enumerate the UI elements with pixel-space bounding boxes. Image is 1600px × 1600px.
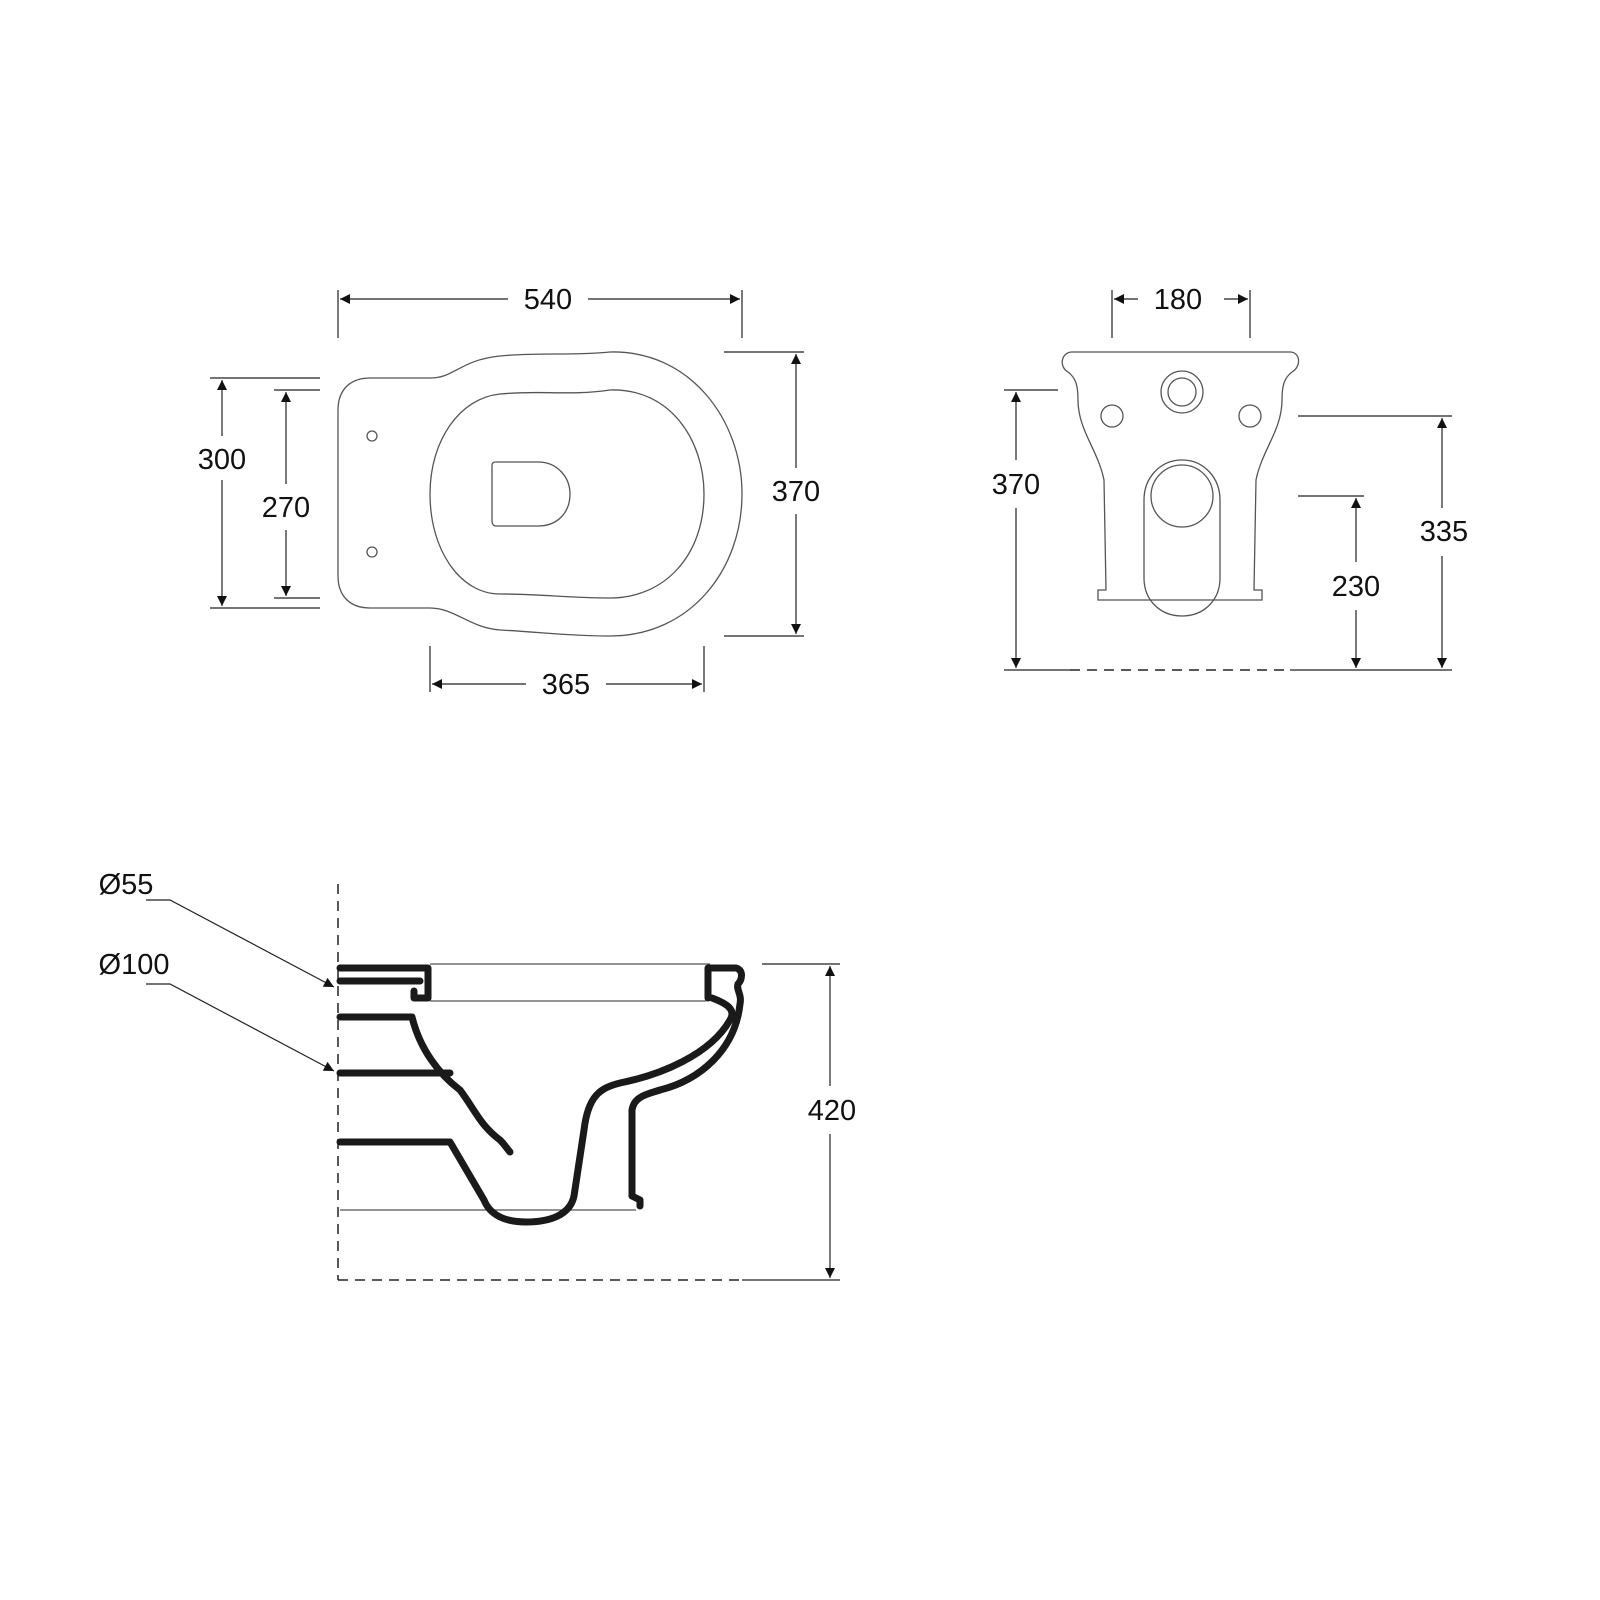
outlet-inner bbox=[1150, 464, 1214, 528]
inlet-inner bbox=[1167, 377, 1197, 407]
dim-180: 180 bbox=[1154, 284, 1202, 316]
rim-section bbox=[628, 964, 745, 1210]
dim-365: 365 bbox=[542, 669, 590, 701]
dim-300: 300 bbox=[198, 444, 246, 476]
front-view-outline bbox=[1061, 351, 1300, 601]
dim-335: 335 bbox=[1420, 516, 1468, 548]
outlet-pipe bbox=[1143, 459, 1221, 617]
label-diameter-100: Ø100 bbox=[99, 949, 170, 981]
fixing-hole bbox=[1238, 404, 1262, 428]
bowl-outlet bbox=[491, 461, 571, 527]
leader-diameter-100 bbox=[146, 983, 335, 1072]
dim-420: 420 bbox=[808, 1095, 856, 1127]
label-diameter-55: Ø55 bbox=[99, 869, 154, 901]
leader-diameter-55 bbox=[146, 899, 335, 988]
side-view: 420 Ø55 Ø100 bbox=[99, 869, 856, 1281]
dim-370-top: 370 bbox=[772, 476, 820, 508]
bowl-section bbox=[336, 994, 736, 1226]
dim-230: 230 bbox=[1332, 571, 1380, 603]
top-view: 540 300 270 370 365 bbox=[198, 284, 820, 701]
inlet-section bbox=[336, 964, 432, 1002]
top-view-outline bbox=[337, 351, 743, 637]
dim-370-front: 370 bbox=[992, 469, 1040, 501]
seat-hole bbox=[366, 430, 378, 442]
inlet-outer bbox=[1160, 370, 1204, 414]
dim-540: 540 bbox=[524, 284, 572, 316]
dim-270: 270 bbox=[262, 492, 310, 524]
bowl-rim bbox=[429, 389, 705, 599]
fixing-hole bbox=[1100, 404, 1124, 428]
front-view: 180 370 335 230 bbox=[992, 284, 1468, 671]
seat-hole bbox=[366, 546, 378, 558]
